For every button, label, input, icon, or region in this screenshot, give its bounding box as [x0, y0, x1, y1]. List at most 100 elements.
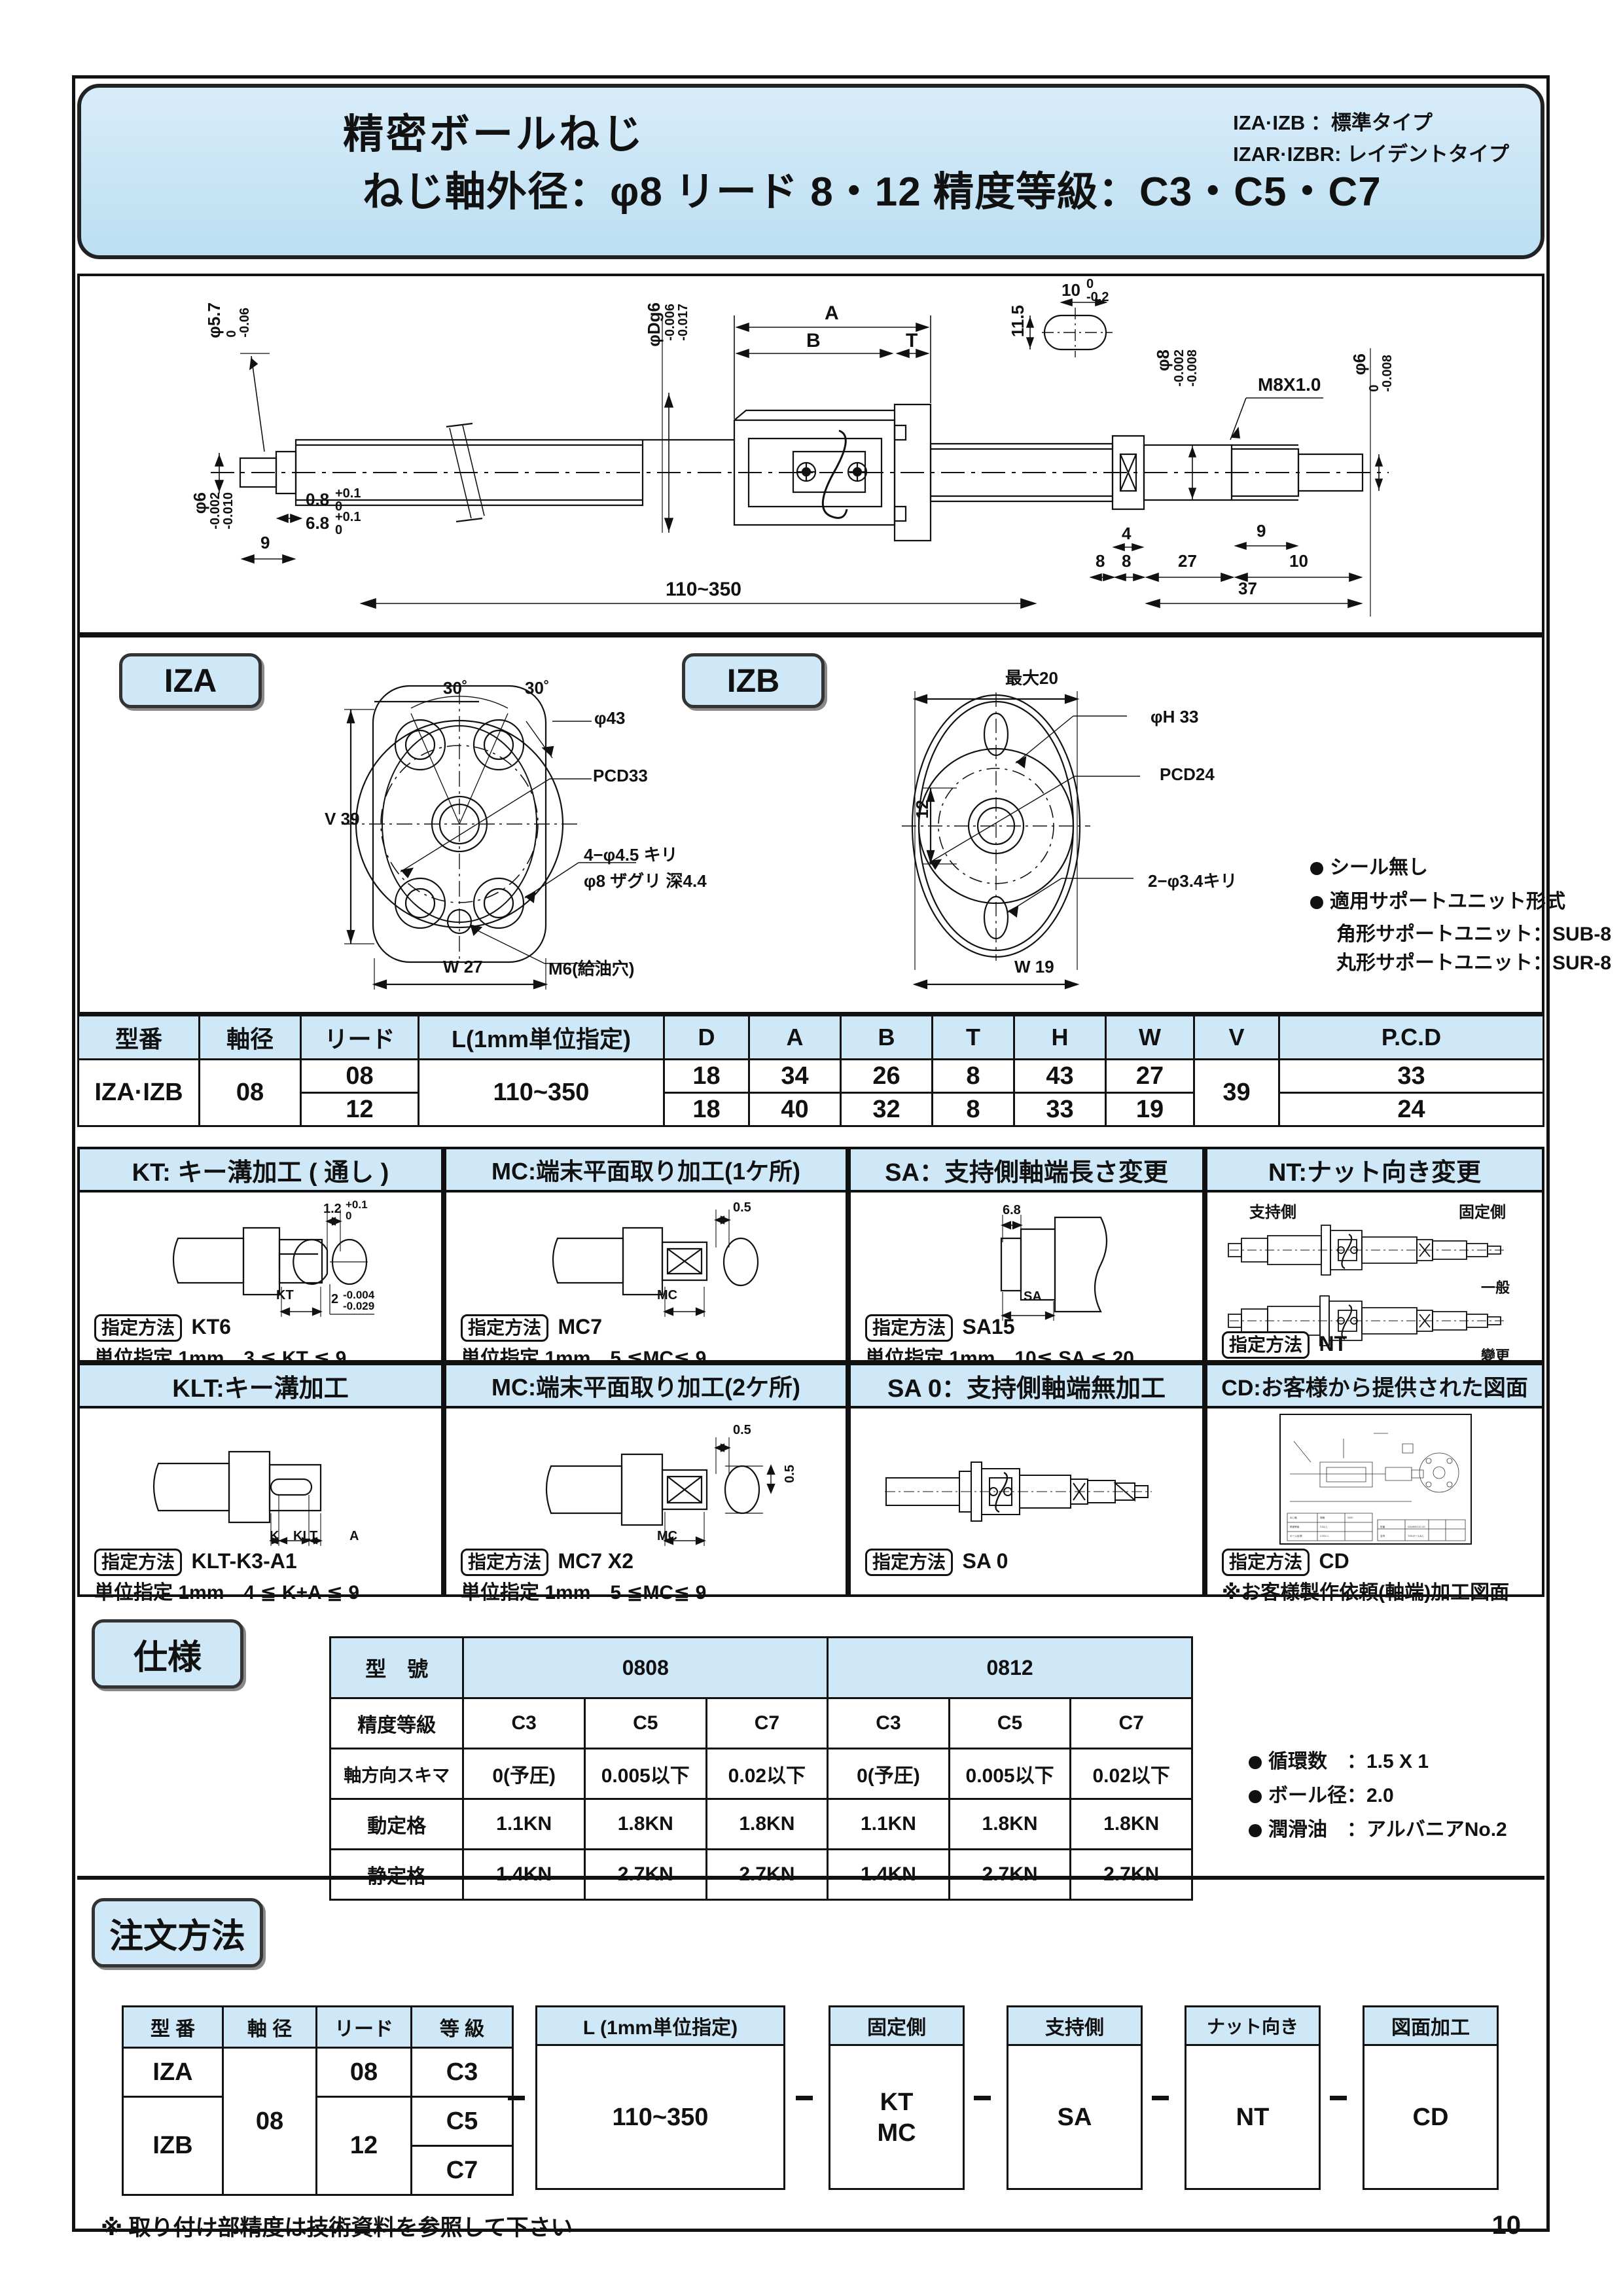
th-A: A: [748, 1014, 842, 1060]
table-row: IZA·IZB 08 08 110~350 18 34 26 8 43 27 3…: [77, 1058, 1544, 1127]
izb-support-unit-0: 角形サポートユニット：SUB-8: [1336, 924, 1612, 945]
svg-text:C5以上: C5以上: [1320, 1525, 1328, 1528]
table-header-row: 型番 軸径 リード L(1mm単位指定) D A B T H W V P.C.D: [77, 1014, 1544, 1060]
dim-9-left: 9: [260, 533, 270, 552]
bullet-icon: [1310, 896, 1323, 910]
option-nt-body: 支持側 固定側 一般: [1207, 1193, 1542, 1364]
bullet-icon: [1310, 862, 1323, 876]
izb-support-unit-1: 丸形サポートユニット：SUR-8: [1336, 952, 1612, 974]
order-value-drawing: CD: [1412, 2104, 1449, 2132]
svg-text:TGKボールねじ: TGKボールねじ: [1408, 1534, 1425, 1537]
order-dash-1: [508, 2096, 525, 2100]
bullet-icon: [1249, 1756, 1262, 1770]
svg-text:型番: 型番: [1380, 1525, 1385, 1528]
specifications-section: 仕様 型 號 0808 0812 精度等級 C3 C5 C7 C3 C5 C7 …: [77, 1597, 1544, 1901]
option-mc1: MC:端末平面取り加工(1ケ所) 0.5 MC: [444, 1147, 848, 1369]
dim-phi6-right-tol: 0-0.008: [1367, 355, 1395, 392]
dim-phi8: φ8: [1153, 350, 1173, 372]
order-tag-label: 注文方法: [109, 1917, 245, 1956]
spec-static-4: 2.7KN: [948, 1848, 1072, 1901]
order-th-model: 型 番: [122, 2005, 224, 2049]
cell-T-2: 8: [931, 1092, 1015, 1127]
order-lead-12: 12: [315, 2096, 412, 2196]
izb-note-0: シール無し: [1310, 851, 1428, 880]
izb-hole-callout: 2−φ3.4キリ: [1148, 871, 1238, 891]
kt-dim-top: 1.2: [323, 1202, 342, 1216]
spec-label-static: 静定格: [329, 1848, 465, 1901]
order-model-table: 型 番 軸 径 リード 等 級 IZA 08 08 C3 C5 IZB 12 C…: [122, 2005, 514, 2196]
spec-row-static: 静定格 1.4KN 2.7KN 2.7KN 1.4KN 2.7KN 2.7KN: [329, 1848, 1193, 1901]
cell-V-1: 39: [1193, 1058, 1280, 1127]
mc2-dim-top: 0.5: [733, 1423, 751, 1437]
klt-spec-line: 指定方法 KLT-K3-A1: [94, 1549, 297, 1577]
dim-6-8: 6.8: [306, 513, 330, 533]
mc2-dim-right: 0.5: [783, 1465, 797, 1483]
order-body-row-3: IZB 12: [122, 2096, 513, 2196]
th-length: L(1mm単位指定): [418, 1014, 665, 1060]
order-header-support: 支持側: [1008, 2007, 1141, 2046]
iza-angle-left: 30˚: [443, 678, 468, 698]
cd-spec-value: CD: [1319, 1549, 1349, 1573]
option-kt: KT: キー溝加工 ( 通し ): [77, 1147, 444, 1369]
iza-flange-view: [342, 685, 636, 990]
kt-spec-line: 指定方法 KT6: [94, 1314, 231, 1342]
cell-D-2: 18: [663, 1092, 750, 1127]
cell-shaft-dia: 08: [198, 1058, 302, 1127]
order-value-fixed-kt: KT: [880, 2088, 914, 2116]
option-klt-body: K KLT A 指定方法 KLT-K3-A1 単位指定 1mm 4 ≦ K+A …: [80, 1408, 441, 1604]
nt-label-changed: 變更: [1481, 1348, 1510, 1364]
klt-dim-a: A: [349, 1529, 359, 1543]
order-header-length: L (1mm単位指定): [537, 2007, 783, 2046]
svg-text:名称: 名称: [1380, 1534, 1385, 1537]
cell-H-2: 33: [1013, 1092, 1107, 1127]
table-row: 12 18 40 32 8 33 19 24: [79, 1092, 1544, 1127]
spec-clearance-0: 0(予圧): [462, 1748, 586, 1800]
spec-label-clearance: 軸方向スキマ: [329, 1748, 465, 1800]
klt-spec-chip: 指定方法: [94, 1549, 183, 1577]
dim-4: 4: [1122, 524, 1132, 543]
th-V: V: [1193, 1014, 1280, 1060]
banner-legend-line2: IZAR·IZBR: レイデントタイプ: [1233, 143, 1509, 166]
dimension-table-wrap: 型番 軸径 リード L(1mm単位指定) D A B T H W V P.C.D…: [77, 1014, 1544, 1145]
order-tag: 注文方法: [92, 1898, 263, 1967]
iza-hole-callout-2: φ8 ザグリ 深4.4: [584, 871, 707, 891]
iza-angle-right: 30˚: [525, 678, 550, 698]
cell-lead-2: 12: [300, 1092, 419, 1127]
klt-dim-klt: KLT: [293, 1529, 318, 1543]
klt-range: 単位指定 1mm 4 ≦ K+A ≦ 9: [94, 1582, 360, 1604]
shaft-end-section-view: [1042, 308, 1113, 357]
spec-dynamic-3: 1.1KN: [827, 1798, 950, 1850]
izb-pcd: PCD24: [1160, 764, 1215, 784]
mc2-dim-label: MC: [657, 1529, 678, 1543]
bullet-icon: [1249, 1790, 1262, 1804]
dim-phi-dg6-tol: -0.006-0.017: [663, 304, 690, 341]
option-kt-header: KT: キー溝加工 ( 通し ): [80, 1149, 441, 1193]
iza-pcd: PCD33: [593, 766, 648, 785]
sa-spec-chip: 指定方法: [865, 1314, 954, 1342]
mc1-spec-line: 指定方法 MC7: [461, 1314, 602, 1342]
spec-static-0: 1.4KN: [462, 1848, 586, 1901]
order-cell-fixed: 固定側 KT MC: [829, 2005, 965, 2190]
spec-label-dynamic: 動定格: [329, 1798, 465, 1850]
cell-B-1: 26: [840, 1058, 933, 1094]
order-dash-4: [1152, 2096, 1169, 2100]
spec-group-0808: 0808: [462, 1636, 829, 1699]
page-title: 精密ボールねじ: [343, 112, 646, 157]
banner-legend-line1: IZA·IZB ：標準タイプ: [1233, 111, 1433, 134]
izb-tag: IZB: [682, 653, 825, 708]
mc2-range: 単位指定 1mm 5 ≦MC≦ 9: [461, 1582, 707, 1604]
spec-grade-0: C3: [462, 1697, 586, 1749]
kt-keyway-drawing: [172, 1210, 374, 1317]
spec-label-model: 型 號: [329, 1636, 465, 1699]
kt-dim-side-tol: -0.004-0.029: [343, 1289, 375, 1312]
spec-static-1: 2.7KN: [583, 1848, 707, 1901]
thread-callout-m8: M8X1.0: [1258, 374, 1321, 395]
spec-static-3: 1.4KN: [827, 1848, 950, 1901]
izb-phiH33: φH 33: [1150, 707, 1199, 726]
banner-type-legend: IZA·IZB ：標準タイプ IZAR·IZBR: レイデントタイプ: [1233, 107, 1509, 170]
cell-A-2: 40: [748, 1092, 842, 1127]
spec-clearance-3: 0(予圧): [827, 1748, 950, 1800]
